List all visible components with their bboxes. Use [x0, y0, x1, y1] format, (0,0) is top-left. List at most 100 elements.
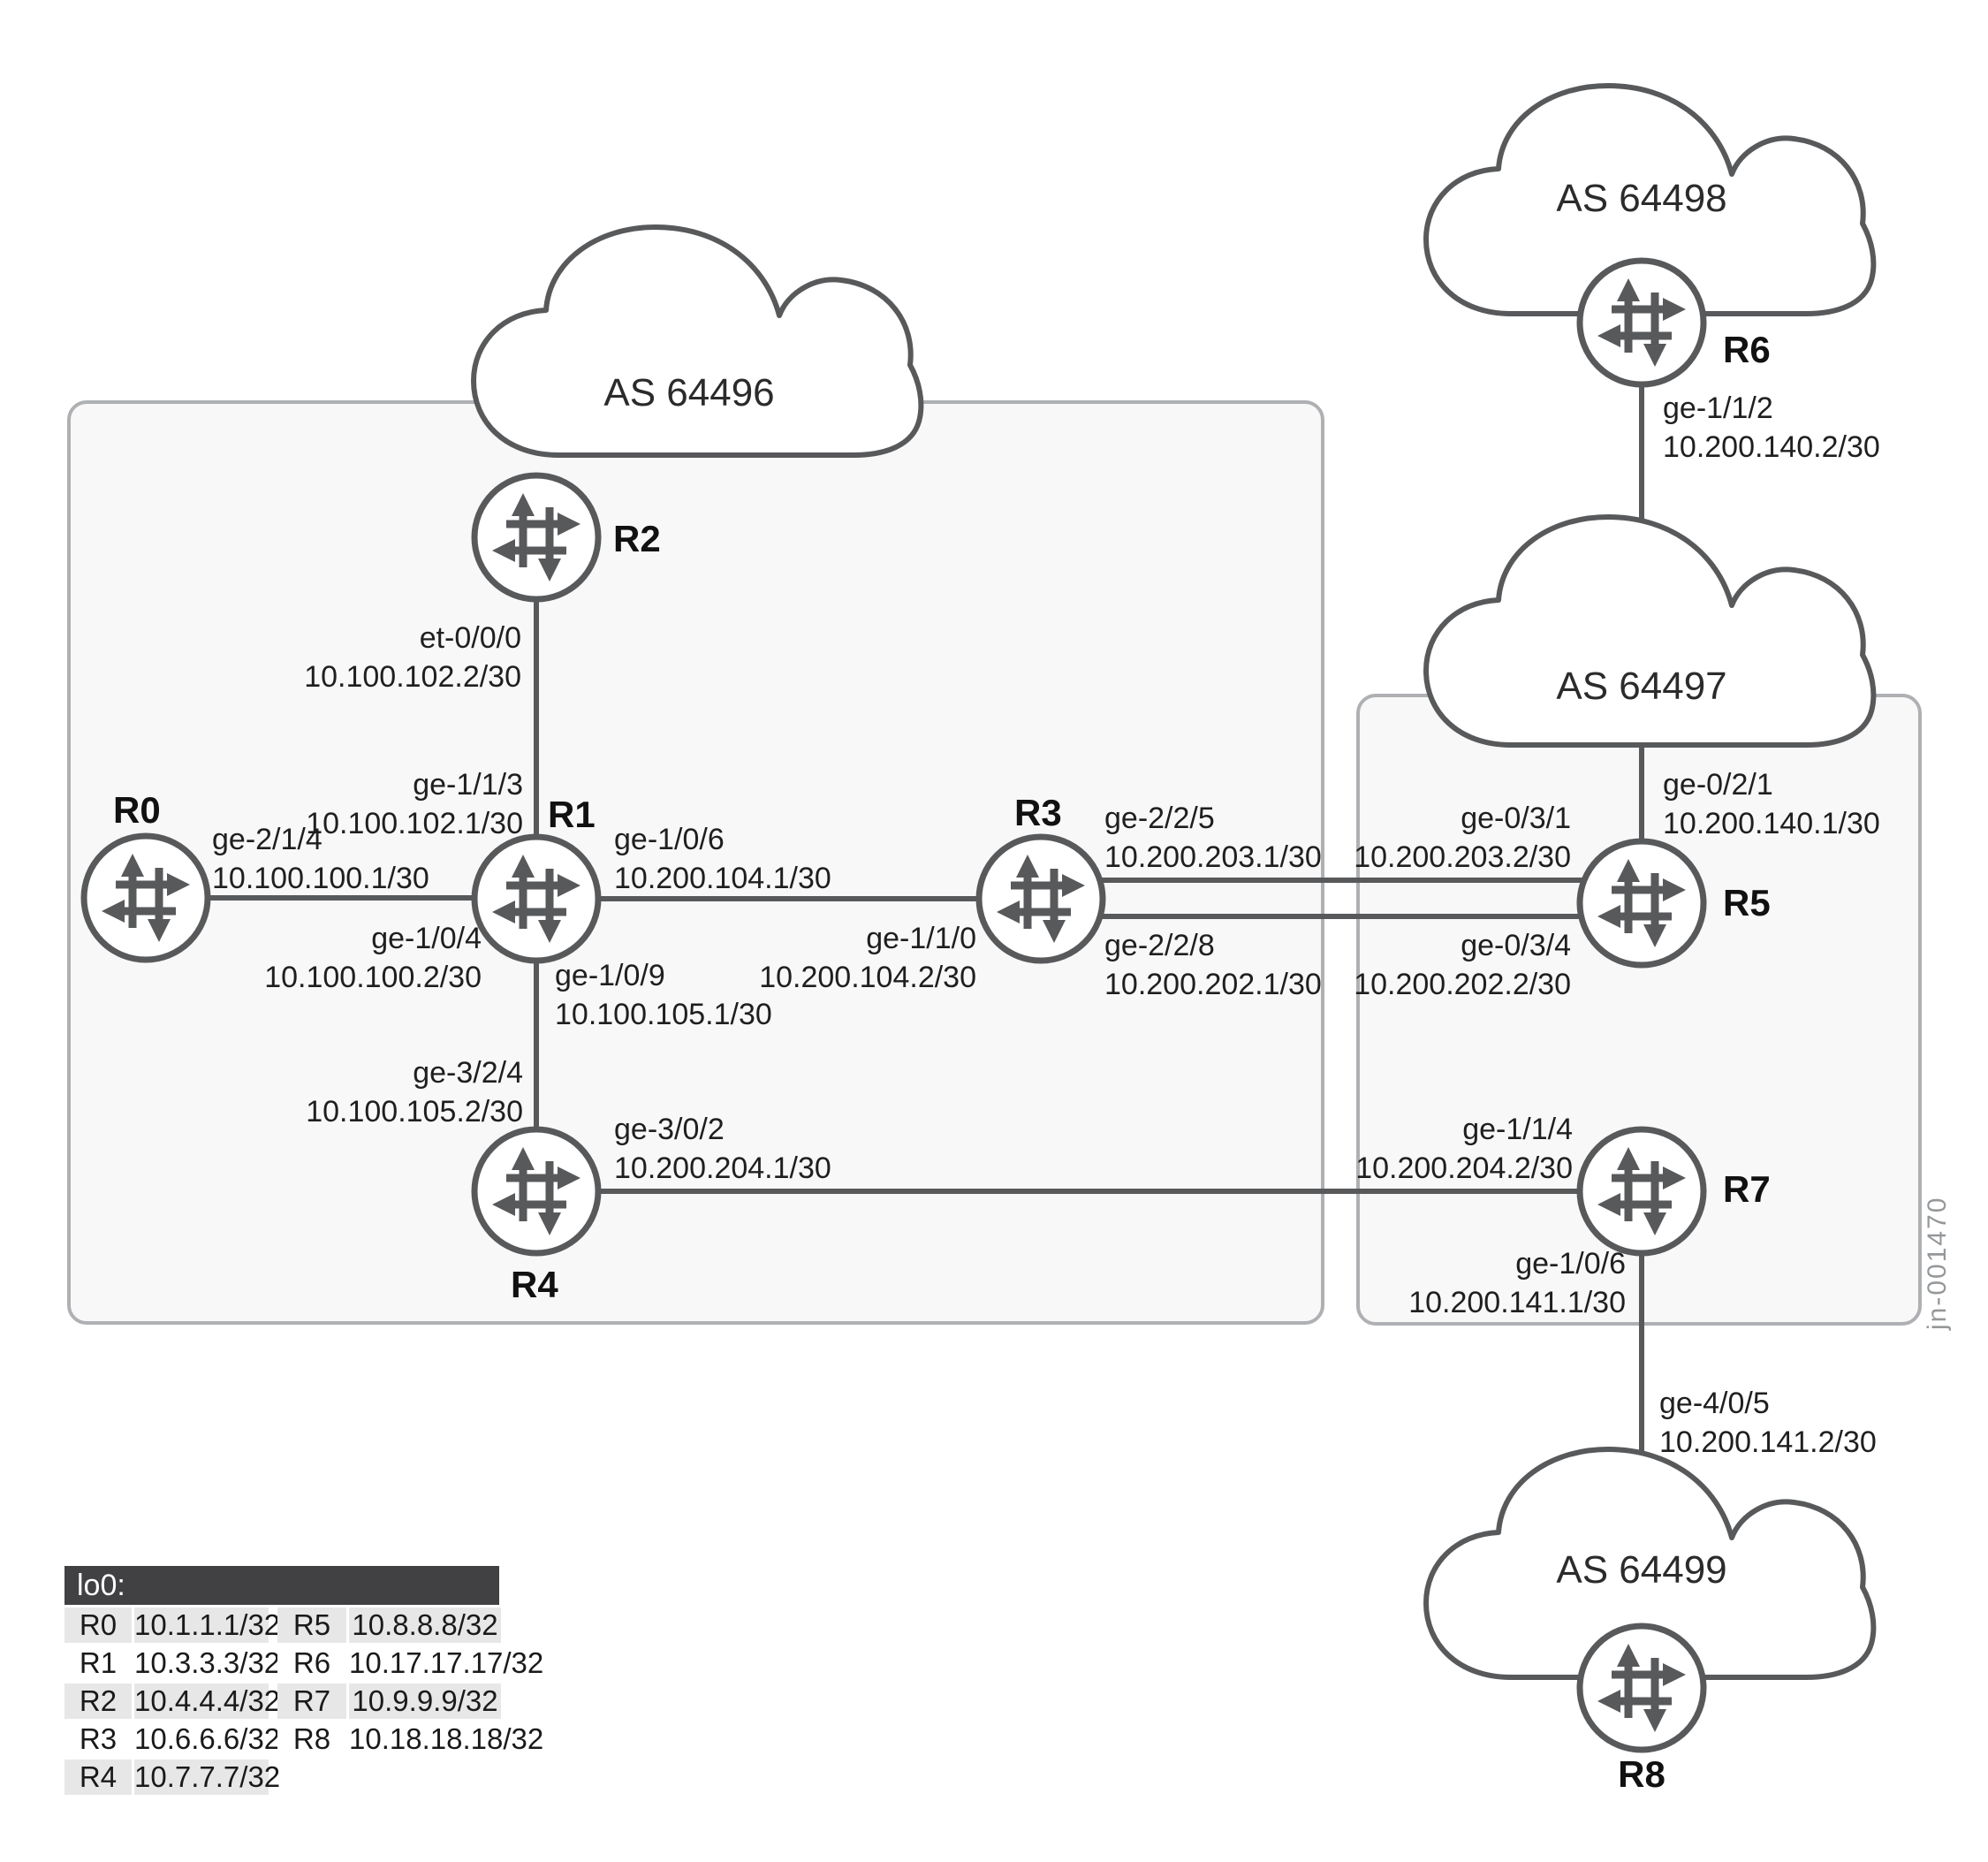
interface-ip: 10.200.204.1/30 — [614, 1151, 831, 1185]
interface-name: ge-2/1/4 — [212, 823, 322, 856]
link-label-r1-top-side: ge-1/1/3 10.100.102.1/30 — [306, 765, 523, 843]
link-label-r3-lower-side: ge-2/2/8 10.200.202.1/30 — [1104, 926, 1322, 1004]
router-r4-label: R4 — [511, 1264, 558, 1305]
router-r3-label: R3 — [1014, 792, 1062, 833]
router-r3-icon — [979, 837, 1103, 961]
interface-name: ge-3/0/2 — [614, 1113, 725, 1146]
as64496-cloud — [474, 227, 921, 455]
interface-name: ge-1/0/6 — [614, 823, 725, 856]
router-r0-icon — [84, 836, 208, 960]
interface-name: ge-2/2/5 — [1104, 802, 1215, 835]
interface-ip: 10.200.104.1/30 — [614, 862, 831, 895]
interface-ip: 10.100.105.1/30 — [555, 998, 772, 1031]
interface-ip: 10.200.202.1/30 — [1104, 968, 1322, 1001]
loopback-table-header: lo0: — [64, 1566, 499, 1605]
interface-name: ge-1/0/6 — [1515, 1247, 1626, 1281]
as64497-cloud — [1426, 517, 1873, 745]
link-label-r1-bottom-side: ge-1/0/9 10.100.105.1/30 — [555, 956, 772, 1034]
interface-ip: 10.100.105.2/30 — [306, 1095, 523, 1129]
link-label-r5-top-side: ge-0/2/1 10.200.140.1/30 — [1663, 765, 1880, 843]
table-cell-router: R2 — [64, 1683, 132, 1719]
router-r2-icon — [474, 475, 598, 599]
link-label-r5-lower-side: ge-0/3/4 10.200.202.2/30 — [1354, 926, 1571, 1004]
link-label-r4-right-side: ge-3/0/2 10.200.204.1/30 — [614, 1110, 831, 1188]
link-label-r4-top-side: ge-3/2/4 10.100.105.2/30 — [306, 1053, 523, 1131]
as64498-label: AS 64498 — [1556, 177, 1727, 220]
router-r5-label: R5 — [1723, 882, 1771, 923]
interface-ip: 10.200.203.1/30 — [1104, 840, 1322, 874]
interface-name: ge-1/1/2 — [1663, 391, 1773, 425]
table-cell-address: 10.18.18.18/32 — [349, 1721, 544, 1757]
router-r6-icon — [1580, 261, 1703, 384]
link-label-r8-side: ge-4/0/5 10.200.141.2/30 — [1659, 1384, 1877, 1462]
interface-ip: 10.100.102.1/30 — [306, 807, 523, 840]
router-r2-label: R2 — [613, 518, 661, 559]
as64496-label: AS 64496 — [603, 371, 775, 414]
link-label-r7-left-side: ge-1/1/4 10.200.204.2/30 — [1355, 1110, 1573, 1188]
interface-ip: 10.100.100.1/30 — [212, 862, 429, 895]
loopback-table: lo0: R0 10.1.1.1/32 R1 10.3.3.3/32 R2 10… — [64, 1566, 544, 1795]
loopback-table-right-group: R5 10.8.8.8/32 R6 10.17.17.17/32 R7 10.9… — [277, 1607, 544, 1757]
router-r0-label: R0 — [113, 789, 161, 831]
link-label-r3-left-side: ge-1/1/0 10.200.104.2/30 — [759, 919, 976, 997]
interface-name: ge-4/0/5 — [1659, 1387, 1770, 1420]
interface-ip: 10.200.204.2/30 — [1355, 1151, 1573, 1185]
router-r6-label: R6 — [1723, 329, 1771, 370]
interface-name: ge-3/2/4 — [413, 1056, 523, 1090]
router-r7-icon — [1580, 1129, 1703, 1253]
interface-name: ge-2/2/8 — [1104, 929, 1215, 962]
link-label-r0-side: ge-2/1/4 10.100.100.1/30 — [212, 820, 429, 898]
link-label-r7-bottom-side: ge-1/0/6 10.200.141.1/30 — [1408, 1244, 1626, 1322]
table-cell-address: 10.6.6.6/32 — [134, 1721, 281, 1757]
table-cell-address: 10.9.9.9/32 — [349, 1683, 501, 1719]
router-r1-label: R1 — [548, 794, 596, 835]
router-r1-icon — [474, 837, 598, 961]
loopback-table-body: R0 10.1.1.1/32 R1 10.3.3.3/32 R2 10.4.4.… — [64, 1607, 544, 1795]
table-cell-address: 10.4.4.4/32 — [134, 1683, 281, 1719]
router-r8-icon — [1580, 1626, 1703, 1750]
interface-name: ge-1/1/3 — [413, 768, 523, 802]
table-cell-router: R4 — [64, 1759, 132, 1795]
as64499-label: AS 64499 — [1556, 1548, 1727, 1592]
table-cell-address: 10.1.1.1/32 — [134, 1607, 281, 1643]
interface-name: ge-1/1/0 — [866, 922, 976, 955]
interface-name: ge-0/2/1 — [1663, 768, 1773, 802]
link-label-r3-upper-side: ge-2/2/5 10.200.203.1/30 — [1104, 799, 1322, 877]
table-cell-address: 10.8.8.8/32 — [349, 1607, 501, 1643]
interface-ip: 10.200.104.2/30 — [759, 961, 976, 994]
table-cell-address: 10.7.7.7/32 — [134, 1759, 281, 1795]
table-cell-router: R1 — [64, 1645, 132, 1681]
figure-id-label: jn-001470 — [1923, 1196, 1952, 1330]
as64497-label: AS 64497 — [1556, 665, 1727, 708]
interface-name: ge-1/1/4 — [1462, 1113, 1573, 1146]
link-label-r1-right-side: ge-1/0/6 10.200.104.1/30 — [614, 820, 831, 898]
router-r5-icon — [1580, 841, 1703, 965]
interface-ip: 10.200.140.1/30 — [1663, 807, 1880, 840]
table-cell-address: 10.17.17.17/32 — [349, 1645, 544, 1681]
interface-ip: 10.200.202.2/30 — [1354, 968, 1571, 1001]
interface-ip: 10.100.102.2/30 — [304, 660, 521, 694]
table-cell-router: R8 — [277, 1721, 346, 1757]
router-r7-label: R7 — [1723, 1168, 1771, 1210]
interface-name: et-0/0/0 — [419, 621, 521, 655]
table-cell-router: R3 — [64, 1721, 132, 1757]
interface-name: ge-1/0/4 — [371, 922, 482, 955]
table-cell-router: R6 — [277, 1645, 346, 1681]
link-label-r5-upper-side: ge-0/3/1 10.200.203.2/30 — [1354, 799, 1571, 877]
link-label-r6-side: ge-1/1/2 10.200.140.2/30 — [1663, 389, 1880, 467]
link-label-r2-side: et-0/0/0 10.100.102.2/30 — [304, 619, 521, 696]
interface-ip: 10.200.141.2/30 — [1659, 1425, 1877, 1459]
loopback-table-left-group: R0 10.1.1.1/32 R1 10.3.3.3/32 R2 10.4.4.… — [64, 1607, 281, 1795]
interface-name: ge-0/3/4 — [1461, 929, 1571, 962]
interface-ip: 10.200.203.2/30 — [1354, 840, 1571, 874]
interface-ip: 10.200.140.2/30 — [1663, 430, 1880, 464]
router-r4-icon — [474, 1129, 598, 1253]
interface-ip: 10.200.141.1/30 — [1408, 1286, 1626, 1319]
table-cell-address: 10.3.3.3/32 — [134, 1645, 281, 1681]
interface-name: ge-0/3/1 — [1461, 802, 1571, 835]
router-r8-label: R8 — [1618, 1753, 1666, 1795]
table-cell-router: R0 — [64, 1607, 132, 1643]
link-label-r1-left-side: ge-1/0/4 10.100.100.2/30 — [264, 919, 482, 997]
